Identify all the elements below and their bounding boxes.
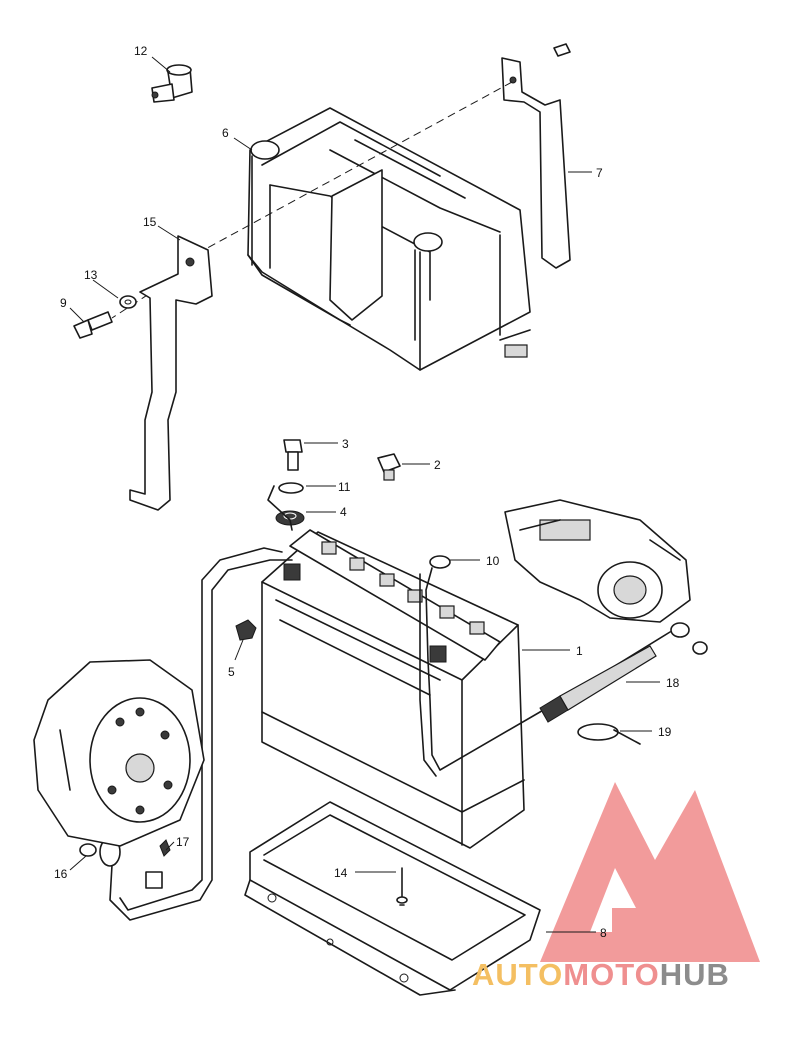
callout-5: 5 <box>228 665 235 679</box>
watermark-inner-mark <box>640 880 690 932</box>
callout-15: 15 <box>143 215 157 229</box>
part-18-starter-cable <box>539 622 708 723</box>
part-7-bracket <box>501 43 571 269</box>
starter-motor <box>504 499 691 623</box>
part-13-washer <box>119 295 137 309</box>
part-15-bracket <box>129 235 213 511</box>
callout-6: 6 <box>222 126 229 140</box>
watermark-triangle <box>540 782 760 962</box>
callout-19: 19 <box>658 725 672 739</box>
callout-17: 17 <box>176 835 190 849</box>
watermark-word-hub: HUB <box>660 957 730 992</box>
callout-2: 2 <box>434 458 441 472</box>
callout-1: 1 <box>576 644 583 658</box>
callout-18: 18 <box>666 676 680 690</box>
callout-13: 13 <box>84 268 98 282</box>
callout-10: 10 <box>486 554 500 568</box>
part-2-vent-plug <box>377 453 401 481</box>
part-17-screw <box>145 839 171 889</box>
watermark-word-moto: MOTO <box>563 957 659 992</box>
part-5-nut <box>235 619 257 641</box>
callout-3: 3 <box>342 437 349 451</box>
callout-14: 14 <box>334 866 348 880</box>
battery-positive-terminal <box>429 645 447 663</box>
part-9-bolt <box>73 311 113 339</box>
leader-lines <box>69 56 660 933</box>
watermark-word-auto: AUTO <box>472 957 563 992</box>
alignment-line-upper <box>199 81 513 253</box>
callout-9: 9 <box>60 296 67 310</box>
part-10-positive-cable <box>419 555 541 777</box>
watermark-wordmark: AUTOMOTOHUB <box>472 957 730 992</box>
callout-12: 12 <box>134 44 148 58</box>
callout-11: 11 <box>338 480 351 494</box>
battery-negative-terminal <box>283 563 301 581</box>
battery-cell-caps <box>321 541 485 635</box>
callout-16: 16 <box>54 867 68 881</box>
part-1-battery <box>261 529 525 849</box>
svg-text:AUTOMOTOHUB: AUTOMOTOHUB <box>472 957 730 992</box>
part-8-battery-tray <box>244 801 541 996</box>
callout-7: 7 <box>596 166 603 180</box>
callout-8: 8 <box>600 926 607 940</box>
watermark-logo <box>540 782 760 962</box>
part-19-cable-tie <box>577 723 641 745</box>
part-14-j-bolt <box>396 867 408 906</box>
part-11-washer <box>278 482 304 494</box>
part-12-terminal-cap <box>151 64 193 103</box>
flywheel-housing <box>33 659 205 847</box>
part-3-terminal-bolt <box>283 439 303 471</box>
callout-labels: 12 6 7 15 13 9 3 2 11 4 10 5 1 18 19 17 … <box>54 44 680 940</box>
part-6-battery-cover <box>247 107 531 371</box>
callout-4: 4 <box>340 505 347 519</box>
